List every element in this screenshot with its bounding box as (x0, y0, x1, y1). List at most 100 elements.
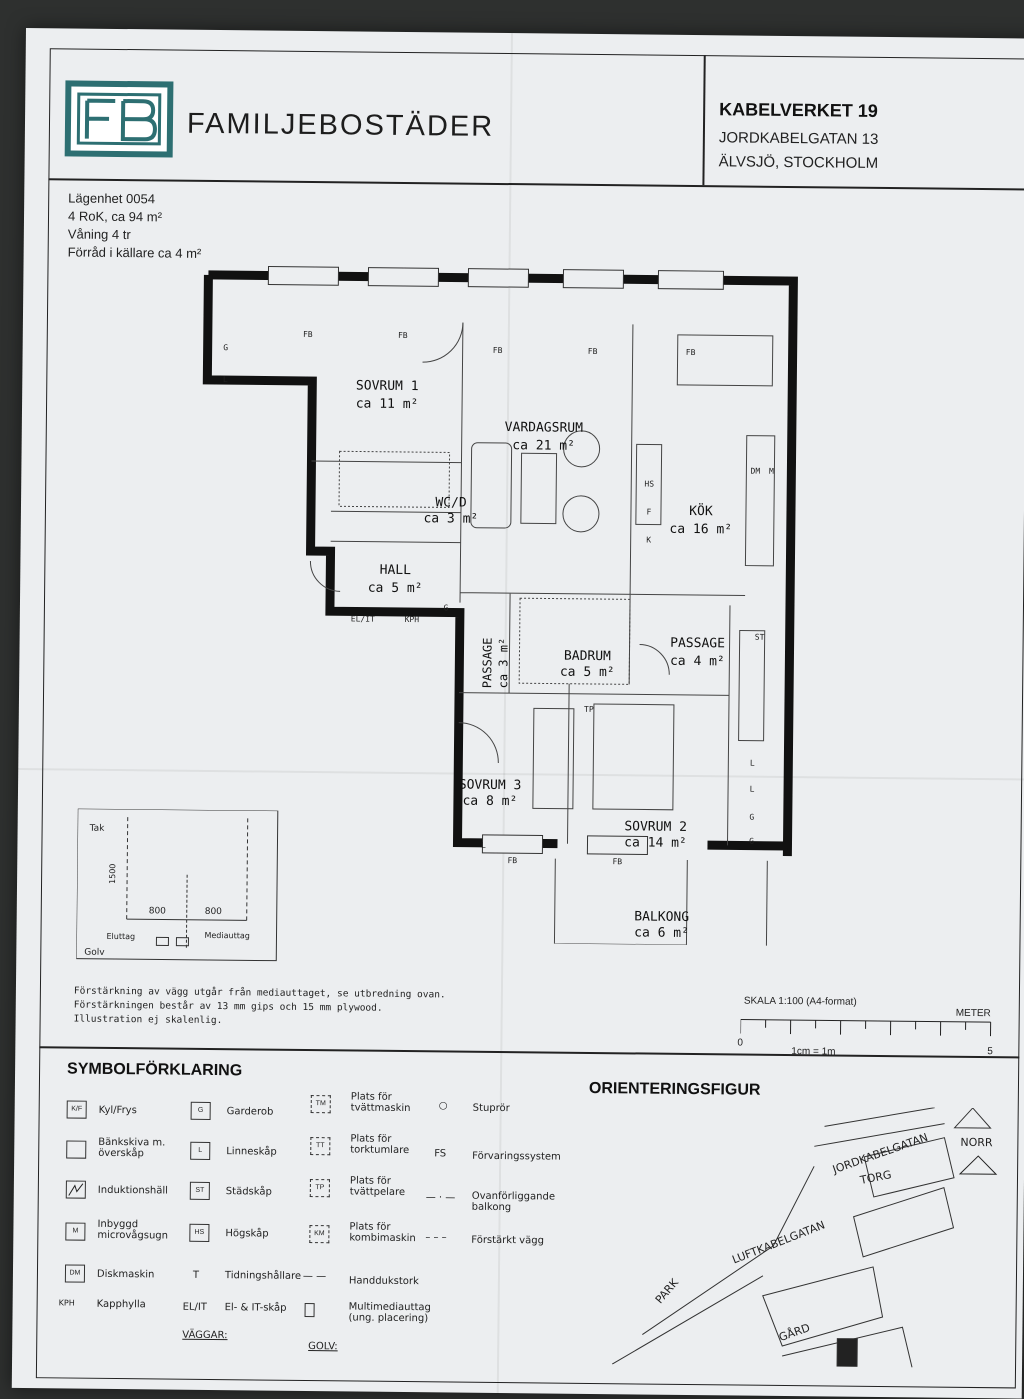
legend-text: Kapphylla (97, 1299, 146, 1311)
floor-plan-sheet: FAMILJEBOSTÄDER KABELVERKET 19 JORDKABEL… (12, 28, 1024, 1399)
fb-mark: FB (398, 331, 408, 340)
elit-code: EL/IT (183, 1302, 207, 1313)
room-area: ca 16 m² (669, 522, 732, 538)
room-name: WC/D (435, 495, 467, 510)
g-mark: G (749, 813, 754, 822)
city-address: ÄLVSJÖ, STOCKHOLM (719, 153, 879, 172)
north-label: NORR (960, 1136, 992, 1149)
room-name: BALKONG (634, 909, 689, 925)
dryer-icon: TT (310, 1137, 330, 1155)
k-mark: K (646, 536, 651, 545)
room-name: SOVRUM 1 (356, 378, 419, 394)
legend-text: Bänkskiva m. överskåp (98, 1137, 178, 1160)
balcony-above-icon: — · — (426, 1192, 456, 1203)
apartment-size: 4 RoK, ca 94 m² (68, 208, 162, 224)
media-outlet-icon (305, 1303, 315, 1317)
m-mark: M (769, 467, 774, 476)
l-mark: L (223, 375, 228, 384)
legend-text: Förstärkt vägg (471, 1235, 544, 1247)
cleaning-cabinet-icon: ST (190, 1182, 210, 1200)
legend-text: Stuprör (473, 1103, 510, 1114)
elit-mark: EL/IT (351, 614, 375, 623)
dishwasher-icon: DM (65, 1264, 85, 1282)
north-arrow-icon (958, 1154, 998, 1176)
legend-text: Kyl/Frys (99, 1105, 137, 1116)
microwave-icon: M (65, 1222, 85, 1240)
company-name: FAMILJEBOSTÄDER (187, 108, 495, 144)
legend-text: Tidningshållare (225, 1270, 301, 1282)
room-area: ca 6 m² (634, 925, 689, 941)
floors-heading: GOLV: (308, 1341, 338, 1352)
fb-mark: FB (686, 348, 696, 357)
tak-label: Tak (89, 824, 106, 834)
apartment-floor: Våning 4 tr (68, 226, 131, 242)
legend-text: Plats för tvättmaskin (351, 1091, 421, 1114)
scale-bar (740, 1016, 1000, 1041)
room-name: BADRUM (564, 649, 611, 664)
walls-heading: VÄGGAR: (182, 1330, 227, 1341)
induction-icon (67, 1181, 85, 1197)
room-area: ca 14 m² (624, 835, 687, 851)
combi-machine-icon: KM (309, 1225, 329, 1243)
linen-cabinet-icon: L (190, 1142, 210, 1160)
fb-mark: FB (588, 347, 598, 356)
apartment-number: Lägenhet 0054 (68, 190, 155, 206)
reinforced-wall-icon: – – – (425, 1232, 446, 1243)
legend-title: SYMBOLFÖRKLARING (67, 1060, 242, 1080)
room-area: ca 5 m² (368, 581, 423, 597)
fb-mark: FB (493, 346, 503, 355)
room-area: ca 21 m² (512, 438, 575, 454)
counter-icon (66, 1140, 86, 1158)
tall-cabinet-icon: HS (189, 1224, 209, 1242)
induction-icon (66, 1180, 86, 1198)
l-mark: L (750, 785, 755, 794)
legend-text: Diskmaskin (97, 1269, 155, 1281)
l-mark: L (481, 841, 486, 850)
street-address: JORDKABELGATAN 13 (719, 129, 879, 148)
legend-text: El- & IT-skåp (225, 1302, 287, 1314)
legend-text: Garderob (227, 1106, 274, 1117)
kyl-frys-icon: K/F (67, 1100, 87, 1118)
legend-text: Induktionshäll (98, 1185, 168, 1197)
kph-code: KPH (59, 1298, 75, 1307)
legend-text: Förvaringssystem (472, 1151, 561, 1163)
legend-text: Multimediauttag (ung. placering) (348, 1301, 438, 1324)
tp-mark: TP (584, 705, 594, 714)
eluttag-label: Eluttag (106, 932, 135, 941)
fb-mark: FB (612, 857, 622, 866)
kph-mark: KPH (405, 615, 420, 624)
wardrobe-icon: G (191, 1102, 211, 1120)
st-mark: ST (755, 633, 765, 642)
g-mark: G (749, 837, 754, 846)
room-name: SOVRUM 3 (459, 778, 522, 794)
legend-text: Plats för kombimaskin (349, 1221, 419, 1244)
scale-start: 0 (737, 1038, 743, 1049)
newspaper-code: T (193, 1270, 199, 1281)
room-area: ca 4 m² (670, 654, 725, 670)
fb-logo (65, 80, 174, 157)
towel-rail-icon: — — (303, 1271, 326, 1282)
legend-text: Linneskåp (226, 1146, 277, 1158)
fb-mark: FB (507, 856, 517, 865)
room-name: PASSAGE (670, 636, 725, 652)
apartment-storage: Förråd i källare ca 4 m² (68, 244, 202, 260)
width-label: 800 (205, 907, 223, 917)
project-name: KABELVERKET 19 (719, 99, 878, 122)
scale-label: SKALA 1:100 (A4-format) (744, 996, 857, 1008)
room-name: VARDAGSRUM (505, 420, 584, 436)
fb-logo-mark-icon (77, 93, 162, 146)
room-name: PASSAGE (480, 638, 495, 689)
legend-text: Städskåp (226, 1186, 272, 1197)
height-label: 1500 (108, 864, 117, 884)
wall-reinforcement-detail: Tak Golv 1500 800 800 Eluttag Mediauttag (76, 809, 298, 971)
room-area: ca 3 m² (496, 638, 511, 689)
g-mark: G (443, 603, 448, 612)
legend-text: Plats för torktumlare (350, 1133, 420, 1156)
fb-mark: FB (303, 330, 313, 339)
room-name: HALL (380, 563, 412, 578)
mediauttag-label: Mediauttag (204, 931, 249, 940)
laundry-tower-icon: TP (310, 1179, 330, 1197)
room-area: ca 5 m² (560, 665, 615, 681)
width-label: 800 (149, 906, 167, 916)
dm-mark: DM (751, 467, 761, 476)
